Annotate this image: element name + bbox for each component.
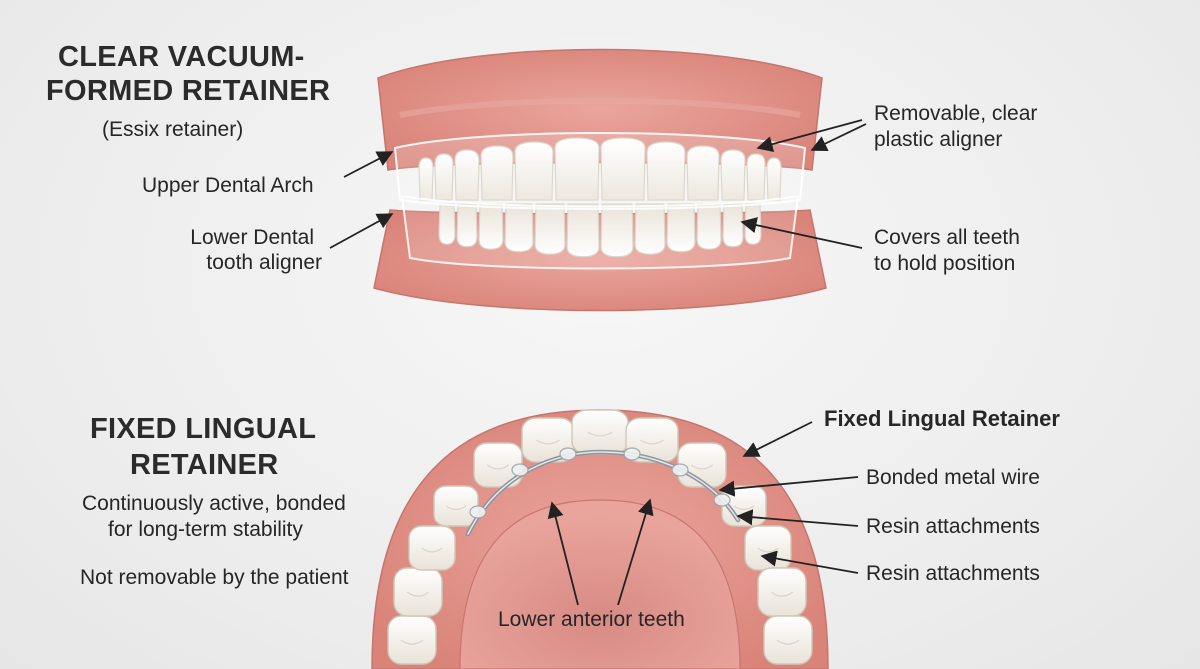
lower-tooth bbox=[600, 203, 634, 258]
top-title-line1: CLEAR VACUUM- bbox=[58, 41, 305, 73]
label-covers-line2: to hold position bbox=[874, 252, 1016, 275]
upper-tooth bbox=[418, 157, 434, 201]
clear-aligner-lower bbox=[400, 194, 800, 270]
resin-dot bbox=[671, 463, 689, 477]
bonded-metal-wire bbox=[465, 449, 741, 537]
upper-tooth bbox=[554, 137, 600, 201]
label-lower-anterior-teeth: Lower anterior teeth bbox=[498, 608, 685, 631]
upper-tooth bbox=[434, 153, 454, 201]
resin-dot bbox=[559, 447, 577, 461]
label-lower-aligner-line1: Lower Dental bbox=[190, 226, 314, 249]
top-title-line2: FORMED RETAINER bbox=[46, 75, 331, 107]
upper-tooth bbox=[454, 149, 480, 201]
lower-teeth bbox=[438, 203, 762, 258]
label-resin-attachments-2: Resin attachments bbox=[866, 562, 1040, 585]
resin-attachments bbox=[469, 447, 731, 519]
lower-tooth bbox=[438, 203, 456, 245]
top-subtitle: (Essix retainer) bbox=[102, 118, 244, 141]
bottom-title-line2: RETAINER bbox=[130, 449, 279, 481]
lower-tooth bbox=[456, 203, 478, 248]
label-upper-dental-arch: Upper Dental Arch bbox=[142, 174, 314, 197]
label-covers-line1: Covers all teeth bbox=[874, 226, 1020, 249]
lower-tooth bbox=[634, 203, 666, 255]
arch-tooth bbox=[571, 409, 629, 455]
upper-tooth bbox=[766, 157, 782, 201]
leader-arrows bbox=[329, 119, 867, 606]
bottom-title-line1: FIXED LINGUAL bbox=[90, 413, 317, 445]
lower-tooth bbox=[534, 203, 566, 255]
lower-tooth bbox=[722, 203, 744, 248]
resin-dot bbox=[469, 505, 487, 519]
label-removable-line1: Removable, clear bbox=[874, 102, 1038, 125]
arch-tooth bbox=[757, 567, 807, 617]
upper-tooth bbox=[720, 149, 746, 201]
upper-tooth bbox=[600, 137, 646, 201]
lower-tooth bbox=[666, 203, 696, 253]
lower-tooth bbox=[478, 203, 504, 250]
upper-tooth bbox=[646, 141, 686, 201]
bottom-desc-line1: Continuously active, bonded bbox=[82, 492, 346, 515]
label-bonded-metal-wire: Bonded metal wire bbox=[866, 466, 1040, 489]
clear-aligner-upper bbox=[393, 132, 807, 210]
arch-tooth bbox=[387, 615, 437, 665]
arch-tooth bbox=[744, 525, 792, 571]
lower-arch-teeth bbox=[387, 409, 813, 665]
bottom-desc-line2: for long-term stability bbox=[108, 518, 303, 541]
arch-tooth bbox=[433, 485, 479, 527]
arch-tooth bbox=[393, 567, 443, 617]
resin-dot bbox=[511, 463, 529, 477]
label-lower-aligner-line2: tooth aligner bbox=[206, 251, 322, 274]
label-resin-attachments-1: Resin attachments bbox=[866, 515, 1040, 538]
lower-tooth bbox=[696, 203, 722, 250]
resin-dot bbox=[623, 447, 641, 461]
upper-tooth bbox=[686, 145, 720, 201]
upper-tooth bbox=[514, 141, 554, 201]
lower-tooth bbox=[504, 203, 534, 253]
bottom-desc-line3: Not removable by the patient bbox=[80, 566, 349, 589]
arch-tooth bbox=[408, 525, 456, 571]
upper-tooth bbox=[746, 153, 766, 201]
label-fixed-lingual-retainer: Fixed Lingual Retainer bbox=[824, 406, 1060, 431]
label-removable-line2: plastic aligner bbox=[874, 128, 1003, 151]
upper-teeth bbox=[418, 137, 782, 201]
resin-dot bbox=[713, 493, 731, 507]
upper-tooth bbox=[480, 145, 514, 201]
arch-tooth bbox=[763, 615, 813, 665]
lower-tooth bbox=[566, 203, 600, 258]
